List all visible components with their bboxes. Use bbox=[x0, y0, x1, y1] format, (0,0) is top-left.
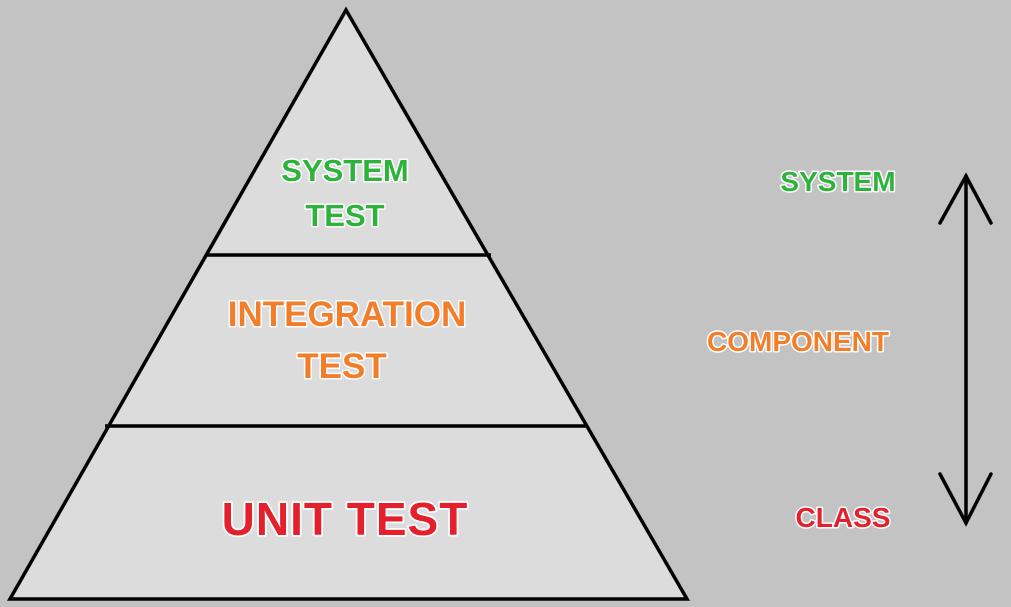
scale-label-class: CLASS bbox=[796, 502, 891, 533]
integration-test-label-line2: TEST bbox=[297, 347, 386, 386]
double-arrow-icon bbox=[938, 172, 993, 527]
pyramid-labels: SYSTEM TEST INTEGRATION TEST UNIT TEST bbox=[220, 152, 469, 547]
scale-labels: SYSTEM COMPONENT CLASS bbox=[706, 165, 898, 535]
pyramid-tier-integration bbox=[107, 255, 585, 426]
system-test-label-line2: TEST bbox=[305, 198, 384, 233]
system-test-label-line1: SYSTEM bbox=[281, 153, 408, 188]
scale-label-component: COMPONENT bbox=[707, 326, 889, 357]
pyramid-tier-system bbox=[209, 10, 489, 255]
scale-label-system: SYSTEM bbox=[780, 166, 895, 197]
pyramid-outline bbox=[6, 6, 691, 601]
pyramid-tier-unit bbox=[10, 426, 687, 599]
pyramid bbox=[6, 6, 691, 601]
unit-test-label: UNIT TEST bbox=[222, 493, 469, 545]
integration-test-label-line1: INTEGRATION bbox=[228, 295, 467, 334]
